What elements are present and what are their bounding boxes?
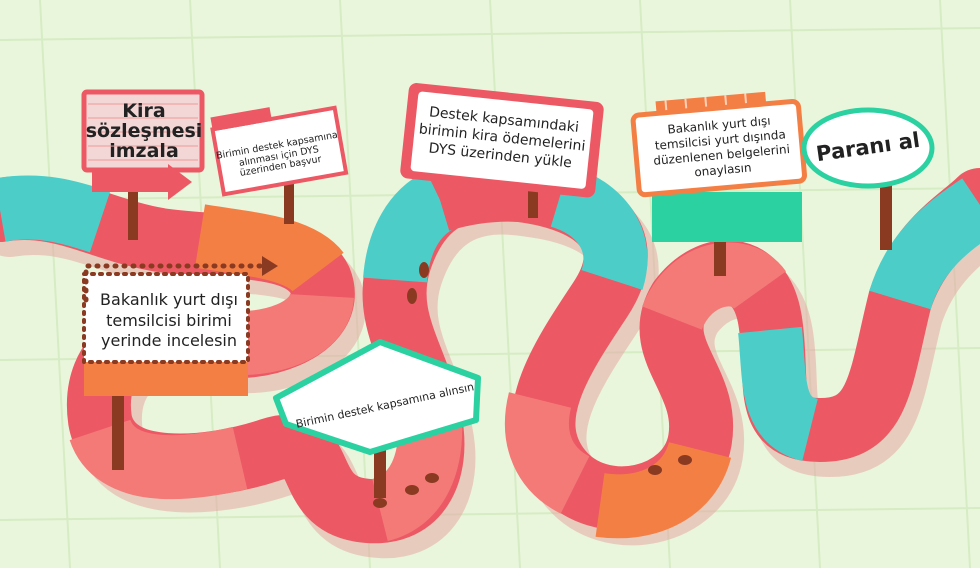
step-3-text: Bakanlık yurt dışı temsilcisi birimi yer…	[88, 284, 250, 358]
step-6-text: Bakanlık yurt dışı temsilcisi yurt dışın…	[643, 106, 799, 191]
step-5-text: Destek kapsamındaki birimin kira ödemele…	[410, 87, 594, 191]
step-1-text: Kira sözleşmesi imzala	[92, 100, 196, 164]
